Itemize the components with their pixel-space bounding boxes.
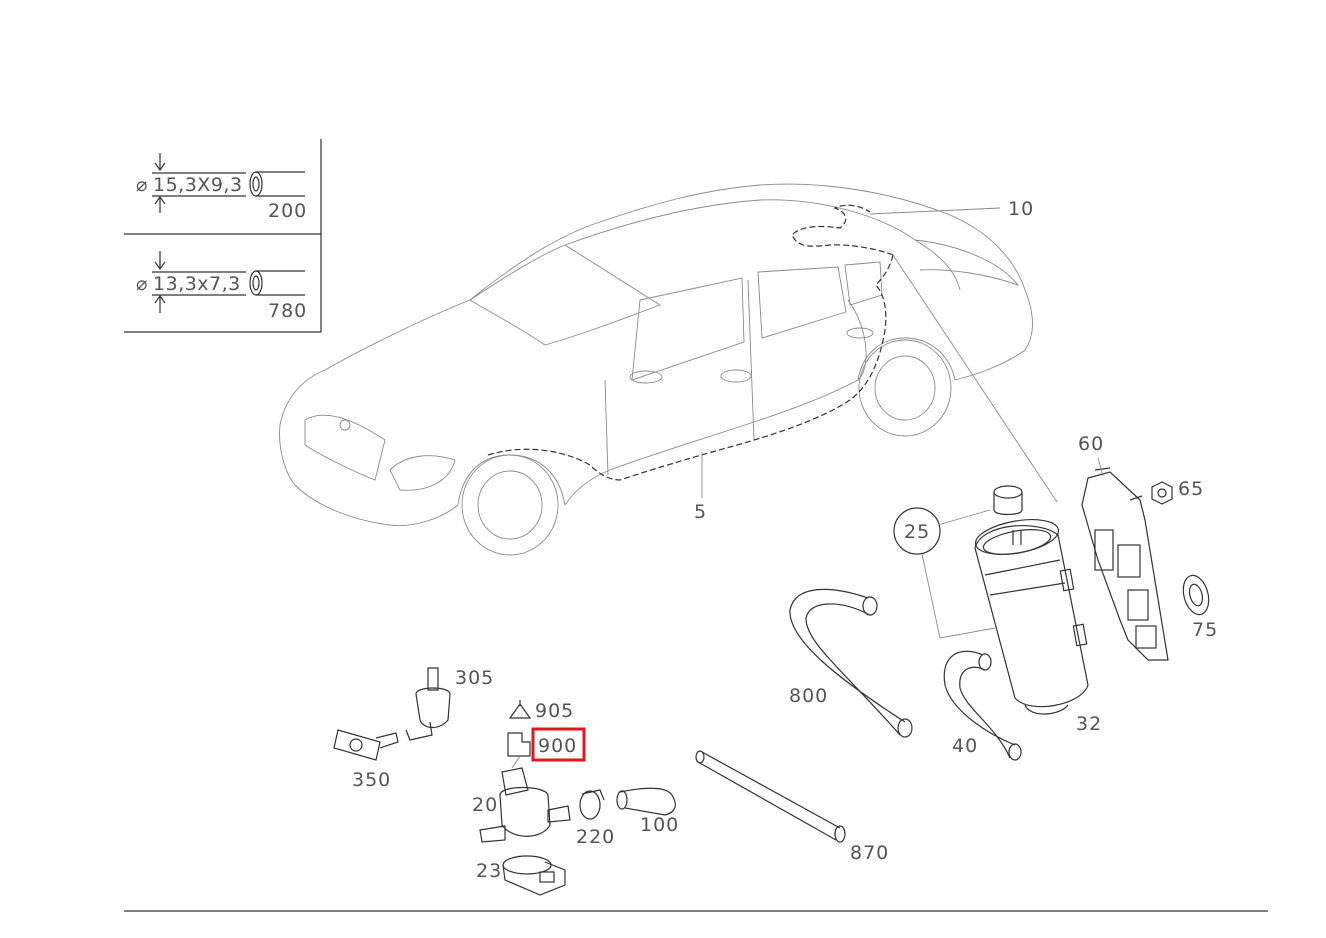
callout-25[interactable]: 25 <box>904 521 930 543</box>
callout-circle-25 <box>893 507 941 555</box>
diameter-symbol: ⌀ <box>136 174 148 196</box>
vent-line-10 <box>791 204 894 256</box>
door-handle <box>720 369 752 383</box>
hose-dimension: 15,3X9,3 <box>153 174 243 196</box>
hose-size-legend: ⌀ 15,3X9,3 200 ⌀ 13,3x7,3 <box>124 139 322 333</box>
hose-40[interactable] <box>943 650 1022 761</box>
car-trunk <box>914 239 1020 286</box>
rear-wheel-rim <box>874 355 936 421</box>
elbow-hose-100[interactable] <box>616 787 676 816</box>
leader-line-60 <box>1097 457 1104 477</box>
callout-40[interactable]: 40 <box>952 735 978 757</box>
callout-10[interactable]: 10 <box>1008 198 1034 220</box>
vent-line-5 <box>487 254 894 481</box>
cap-905[interactable] <box>508 700 532 719</box>
callout-220[interactable]: 220 <box>576 826 615 848</box>
callout-350[interactable]: 350 <box>352 769 391 791</box>
vehicle-outline <box>279 183 1033 556</box>
car-emblem <box>339 419 351 431</box>
car-door-line <box>847 299 867 381</box>
hose-870[interactable] <box>695 750 846 843</box>
arrow-head-down-icon <box>154 162 166 172</box>
grommet-75[interactable] <box>1179 573 1213 618</box>
legend-row-780: ⌀ 13,3x7,3 780 <box>136 251 307 322</box>
leader-line-10 <box>869 207 1001 215</box>
car-door-line <box>747 279 755 441</box>
hose-section-icon <box>249 270 263 296</box>
car-grille <box>304 414 386 481</box>
leader-line-25 <box>937 509 991 526</box>
callout-905[interactable]: 905 <box>535 700 574 722</box>
hose-section-icon <box>249 171 263 197</box>
bracket-23[interactable] <box>502 855 566 896</box>
diameter-symbol: ⌀ <box>136 273 148 295</box>
hose-bore <box>252 275 260 291</box>
callout-20[interactable]: 20 <box>472 794 498 816</box>
connector-350[interactable] <box>333 729 399 761</box>
callout-23[interactable]: 23 <box>476 860 502 882</box>
callout-800[interactable]: 800 <box>789 685 828 707</box>
callout-32[interactable]: 32 <box>1076 713 1102 735</box>
car-front-window <box>631 277 745 381</box>
hose-800[interactable] <box>789 588 913 738</box>
door-handle <box>629 370 663 384</box>
rear-wheel <box>858 339 952 437</box>
nut-65[interactable] <box>1151 481 1173 505</box>
callout-870[interactable]: 870 <box>850 842 889 864</box>
callout-900[interactable]: 900 <box>538 735 577 757</box>
solenoid-valve-20[interactable] <box>479 755 571 843</box>
door-handle <box>846 327 874 339</box>
callout-labels: 10 5 60 65 25 75 32 800 40 305 905 900 3… <box>352 198 1218 882</box>
car-rear-window <box>757 266 847 339</box>
car-body-outline <box>279 183 1033 527</box>
callout-65[interactable]: 65 <box>1178 478 1204 500</box>
vent-line-assembly <box>487 204 1058 503</box>
car-windshield <box>469 244 662 346</box>
car-door-line <box>604 379 609 476</box>
mounting-bracket[interactable] <box>1081 467 1169 661</box>
plug-900[interactable] <box>507 732 531 757</box>
callout-100[interactable]: 100 <box>640 814 679 836</box>
hose-clamp-220[interactable] <box>579 789 605 820</box>
canister-cap[interactable] <box>993 485 1023 516</box>
hose-bore <box>252 176 260 192</box>
front-wheel <box>461 454 559 556</box>
car-headlight <box>389 455 456 491</box>
highlight-box-900 <box>531 727 586 762</box>
charcoal-canister-group <box>893 457 1213 715</box>
callout-305[interactable]: 305 <box>455 667 494 689</box>
legend-row-200: ⌀ 15,3X9,3 200 <box>136 153 307 222</box>
arrow-head-down-icon <box>154 261 166 271</box>
front-wheel-rim <box>477 470 543 540</box>
callout-60[interactable]: 60 <box>1078 433 1104 455</box>
arrow-head-up-icon <box>154 294 166 304</box>
callout-5[interactable]: 5 <box>694 501 707 523</box>
hose-dimension: 13,3x7,3 <box>153 273 241 295</box>
leader-line-to-canister <box>892 254 1058 503</box>
callout-75[interactable]: 75 <box>1192 619 1218 641</box>
car-roof-line <box>564 199 961 291</box>
canister-body[interactable] <box>973 514 1089 715</box>
car-quarter-window <box>844 261 883 306</box>
part-number-780[interactable]: 780 <box>268 300 307 322</box>
part-number-200[interactable]: 200 <box>268 200 307 222</box>
check-valve-305[interactable] <box>405 667 451 741</box>
leader-line-25-body <box>921 553 996 639</box>
arrow-head-up-icon <box>154 195 166 205</box>
